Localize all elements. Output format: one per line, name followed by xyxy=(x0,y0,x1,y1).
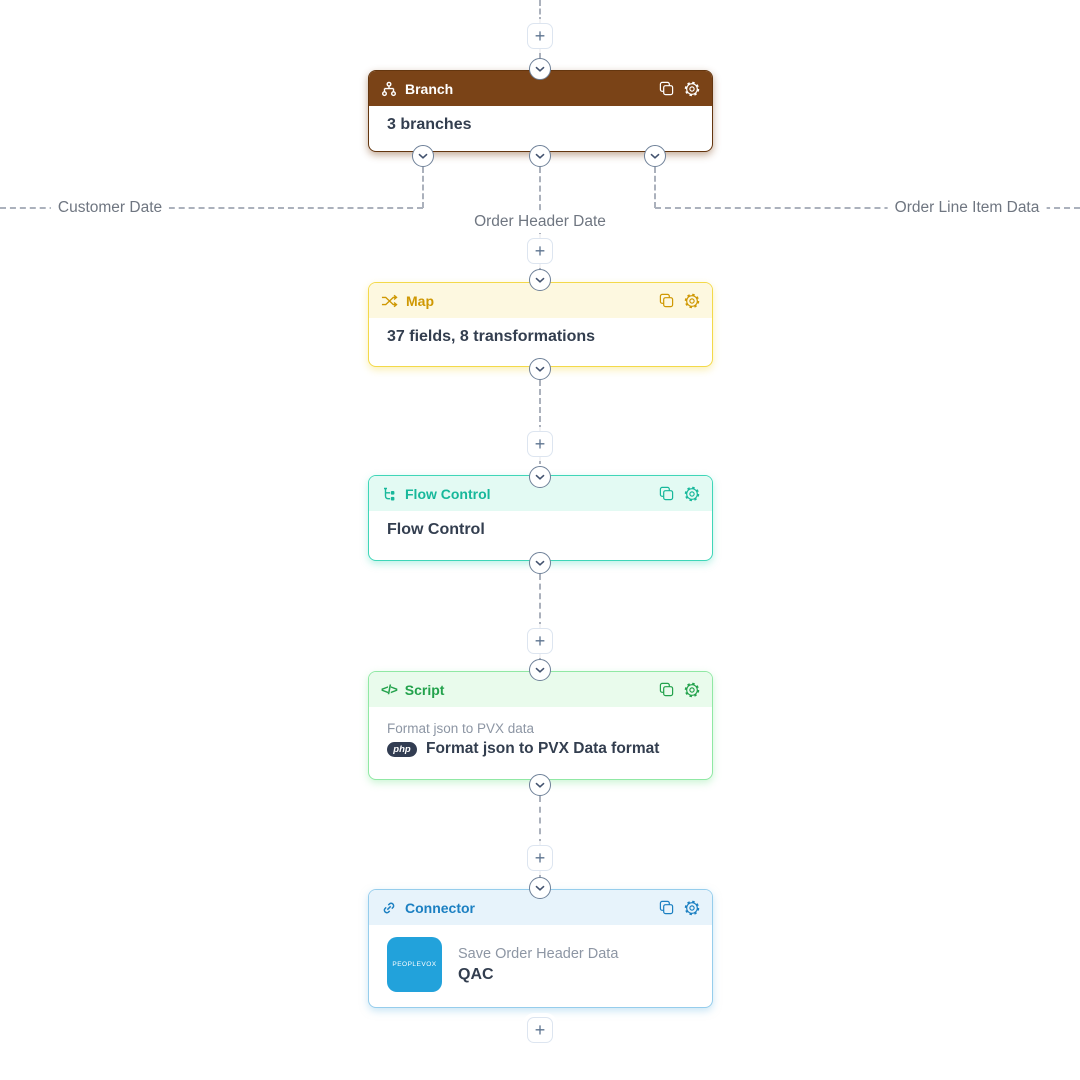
node-title: Branch xyxy=(405,80,454,97)
flow-control-text: Flow Control xyxy=(387,521,485,538)
duplicate-icon[interactable] xyxy=(659,81,674,96)
connector-line xyxy=(539,167,541,238)
gear-icon[interactable] xyxy=(684,81,700,97)
link-icon xyxy=(381,900,397,916)
chevron-down-connector[interactable] xyxy=(644,145,666,167)
node-title: Script xyxy=(404,681,445,698)
node-title: Flow Control xyxy=(405,485,491,502)
node-title: Map xyxy=(406,292,434,309)
chevron-down-connector[interactable] xyxy=(529,659,551,681)
duplicate-icon[interactable] xyxy=(659,900,674,915)
connector-line xyxy=(654,167,656,208)
flow-control-icon xyxy=(381,486,397,502)
connector-line xyxy=(422,167,424,208)
add-step-button[interactable]: + xyxy=(527,845,553,871)
chevron-down-connector[interactable] xyxy=(529,466,551,488)
branch-line-left xyxy=(0,207,423,209)
connector-subtitle: Save Order Header Data xyxy=(458,945,619,962)
node-title: Connector xyxy=(405,899,475,916)
gear-icon[interactable] xyxy=(684,486,700,502)
map-shuffle-icon xyxy=(381,294,398,308)
connector-name-text: QAC xyxy=(458,965,494,983)
script-node[interactable]: </> Script Format json to PVX data php F… xyxy=(368,671,713,780)
chevron-down-connector[interactable] xyxy=(529,877,551,899)
script-subtitle: Format json to PVX data xyxy=(387,721,535,736)
chevron-down-connector[interactable] xyxy=(529,552,551,574)
gear-icon[interactable] xyxy=(684,900,700,916)
connector-line xyxy=(539,380,541,431)
connector-line xyxy=(539,796,541,845)
add-step-button[interactable]: + xyxy=(527,1017,553,1043)
add-step-button[interactable]: + xyxy=(527,238,553,264)
chevron-down-connector[interactable] xyxy=(529,358,551,380)
connector-node[interactable]: Connector PEOPLEVOX Save Order Header Da… xyxy=(368,889,713,1008)
chevron-down-connector[interactable] xyxy=(529,774,551,796)
branch-label-order-header-date[interactable]: Order Header Date xyxy=(467,211,613,233)
add-step-button[interactable]: + xyxy=(527,23,553,49)
branch-line-right xyxy=(655,207,1080,209)
code-icon: </> xyxy=(381,682,398,697)
connector-line xyxy=(539,264,541,269)
duplicate-icon[interactable] xyxy=(659,486,674,501)
php-badge: php xyxy=(387,741,417,757)
branch-label-order-line-item-data[interactable]: Order Line Item Data xyxy=(887,197,1047,219)
chevron-down-connector[interactable] xyxy=(412,145,434,167)
add-step-button[interactable]: + xyxy=(527,431,553,457)
branch-label-customer-date[interactable]: Customer Date xyxy=(50,197,170,219)
connector-line xyxy=(539,654,541,659)
branch-node[interactable]: Branch 3 branches xyxy=(368,70,713,152)
connector-line xyxy=(539,49,541,58)
script-name-text: Format json to PVX Data format xyxy=(426,740,660,757)
chevron-down-connector[interactable] xyxy=(529,145,551,167)
map-node[interactable]: Map 37 fields, 8 transformations xyxy=(368,282,713,367)
chevron-down-connector[interactable] xyxy=(529,58,551,80)
chevron-down-connector[interactable] xyxy=(529,269,551,291)
add-step-button[interactable]: + xyxy=(527,628,553,654)
connector-line xyxy=(539,871,541,877)
map-summary-text: 37 fields, 8 transformations xyxy=(387,328,596,345)
peoplevox-logo: PEOPLEVOX xyxy=(387,937,442,992)
gear-icon[interactable] xyxy=(684,682,700,698)
branch-count-text: 3 branches xyxy=(387,116,472,133)
peoplevox-logo-text: PEOPLEVOX xyxy=(392,961,437,968)
gear-icon[interactable] xyxy=(684,293,700,309)
connector-line xyxy=(539,457,541,464)
duplicate-icon[interactable] xyxy=(659,293,674,308)
connector-line xyxy=(539,574,541,628)
branch-icon xyxy=(381,81,397,97)
connector-line xyxy=(539,0,541,23)
duplicate-icon[interactable] xyxy=(659,682,674,697)
